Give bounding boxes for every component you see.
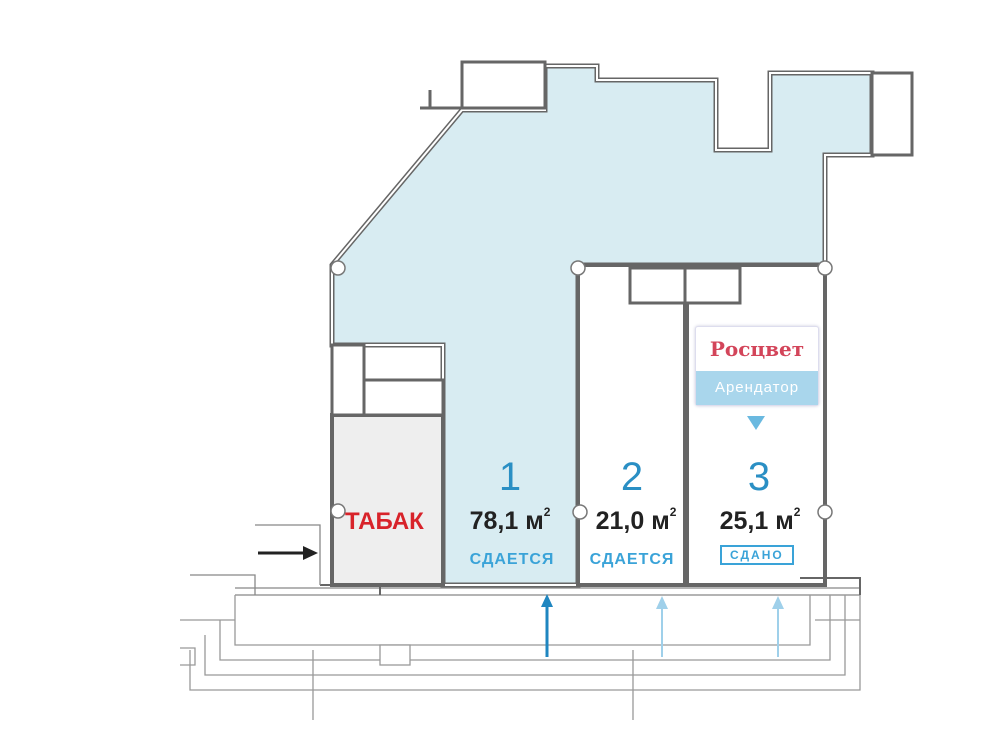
unit-2-area-value: 21,0 м bbox=[595, 507, 670, 535]
neighbor-label-tabak: ТАБАК bbox=[345, 508, 424, 535]
unit-2-status: СДАЕТСЯ bbox=[589, 551, 675, 568]
tenant-logo: Росцвет bbox=[709, 337, 805, 361]
unit-2-number: 2 bbox=[620, 455, 644, 499]
unit-2-area-sup: 2 bbox=[669, 505, 677, 519]
tenant-pointer-icon bbox=[747, 416, 765, 430]
wc-top bbox=[460, 60, 547, 110]
unit-3-area-text: 25,1 м2 bbox=[705, 505, 815, 536]
facade-wall bbox=[235, 587, 860, 596]
unit-1-number: 1 bbox=[498, 455, 522, 499]
corridor-lines bbox=[189, 595, 861, 691]
columns bbox=[330, 260, 833, 520]
tabak-room bbox=[330, 413, 445, 587]
unit-3-status-badge: СДАНО bbox=[720, 545, 794, 565]
unit-2-area-text: 21,0 м2 bbox=[584, 505, 688, 536]
unit-1-area-text: 78,1 м2 bbox=[455, 505, 565, 536]
unit-1-area-value: 78,1 м bbox=[469, 507, 544, 535]
unit-2-area bbox=[576, 263, 687, 587]
unit-3-number: 3 bbox=[747, 455, 771, 499]
tenant-card: Росцвет Арендатор bbox=[695, 326, 819, 406]
unit-3-area-value: 25,1 м bbox=[719, 507, 794, 535]
unit-1-area-sup: 2 bbox=[543, 505, 551, 519]
unit-1-status: СДАЕТСЯ bbox=[469, 551, 555, 568]
wc-tabak bbox=[362, 378, 445, 417]
unit-3-area-sup: 2 bbox=[793, 505, 801, 519]
wc-right bbox=[870, 71, 914, 157]
tenant-label: Арендатор bbox=[696, 371, 818, 405]
